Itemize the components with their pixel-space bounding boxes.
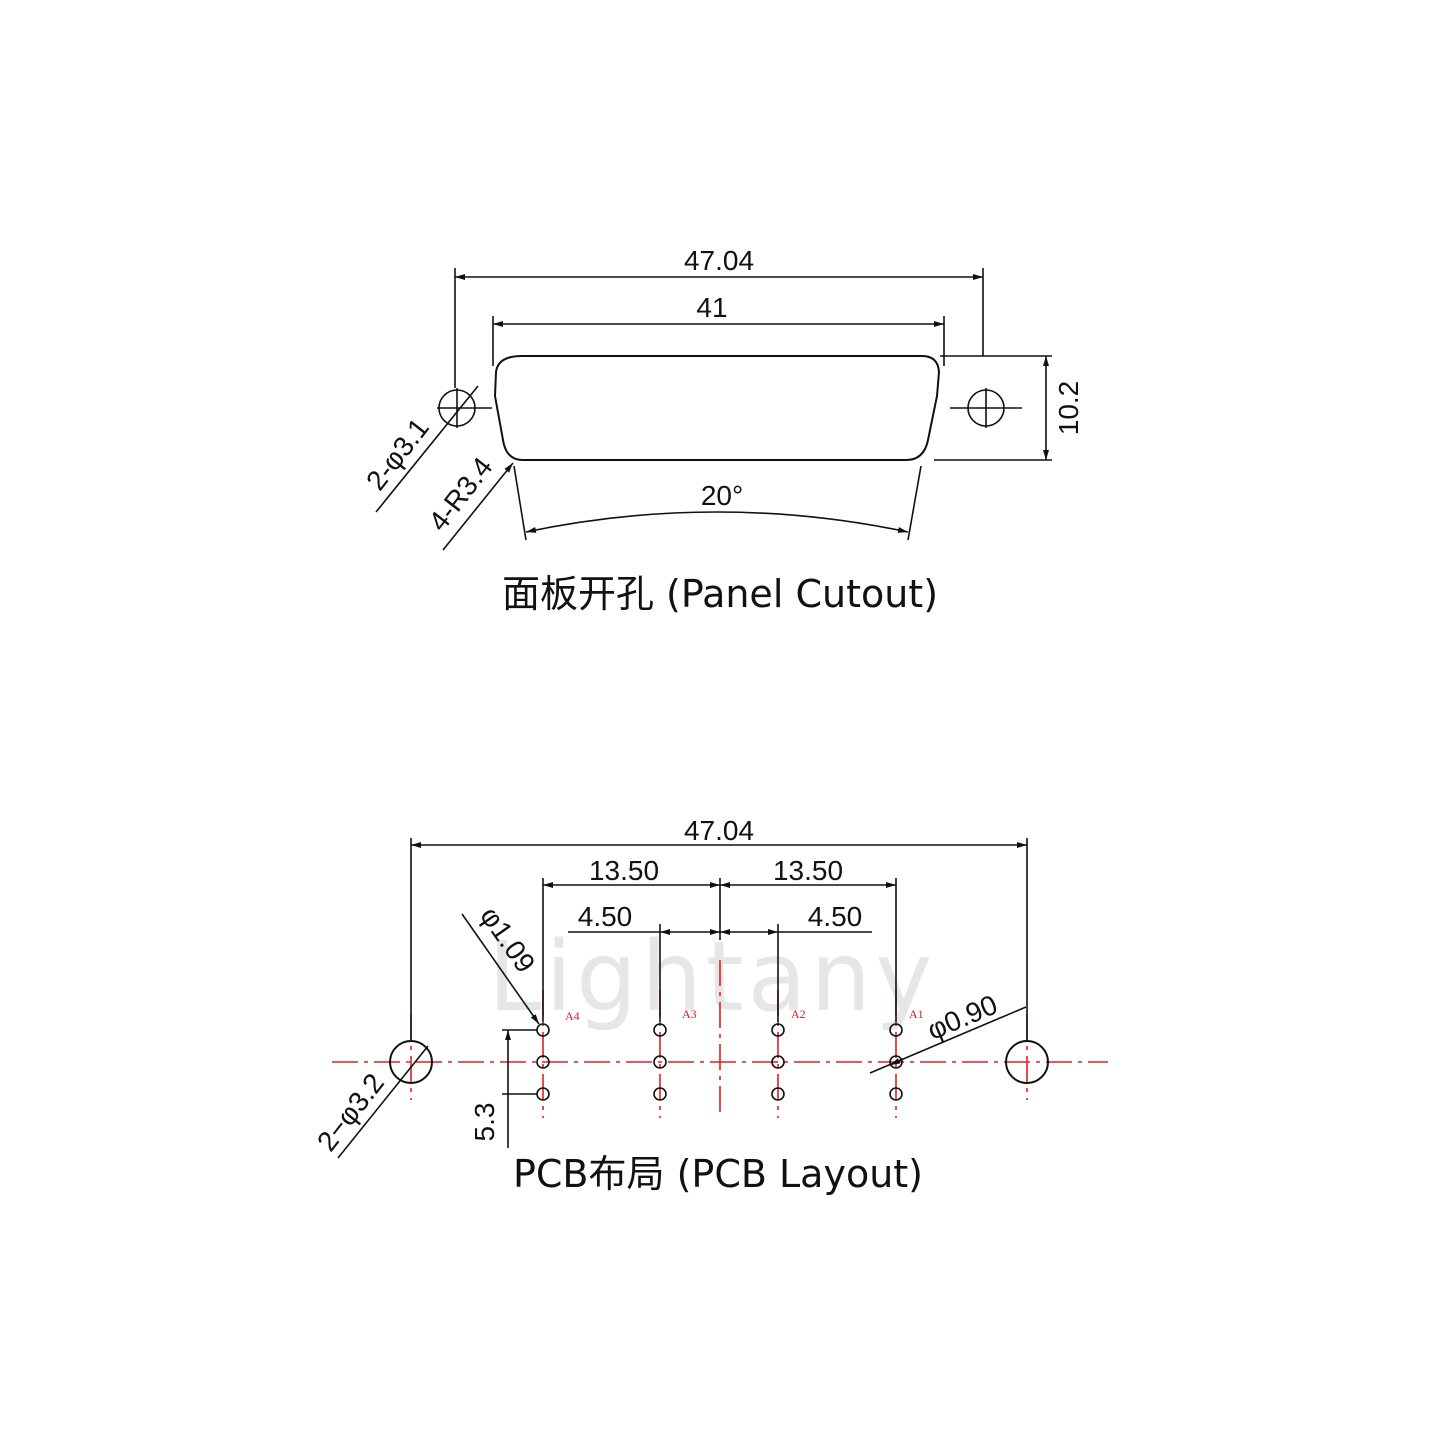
pcb-layout-view: Lightany	[311, 815, 1108, 1196]
panel-cutout-view: 47.04 41 10.2 20° 2-φ3.1 4-R3.4 面板开孔 (Pa…	[360, 245, 1084, 616]
pin-column-a2	[771, 1023, 785, 1101]
angle-arc	[525, 511, 909, 533]
radius-leader-line	[442, 462, 514, 551]
pin-hole-leader-line	[461, 913, 540, 1025]
pcb-left-span-dimension: 13.50	[589, 855, 659, 886]
panel-cutout-caption: 面板开孔 (Panel Cutout)	[502, 572, 938, 616]
panel-opening-dimension: 41	[696, 292, 727, 323]
mount-hole-leader-line	[337, 1045, 429, 1159]
pcb-overall-dimension: 47.04	[684, 815, 754, 846]
pcb-right-span-dimension: 13.50	[773, 855, 843, 886]
pin-label-a2: A2	[791, 1007, 806, 1021]
panel-overall-dimension: 47.04	[684, 245, 754, 276]
panel-height-dimension: 10.2	[1053, 381, 1084, 436]
pin-label-a3: A3	[682, 1007, 697, 1021]
pcb-right-pitch-dimension: 4.50	[808, 901, 863, 932]
hole-leader-line	[375, 385, 479, 513]
watermark: Lightany	[488, 921, 936, 1033]
pcb-layout-caption: PCB布局 (PCB Layout)	[513, 1152, 923, 1196]
panel-angle-dimension: 20°	[701, 480, 743, 511]
pcb-right-mount-hole	[1005, 1040, 1049, 1084]
d-sub-cutout-outline	[493, 355, 941, 461]
pcb-left-mount-hole	[389, 1040, 433, 1084]
pin-column-a3	[653, 1023, 667, 1101]
pcb-row-dimension: 5.3	[469, 1103, 500, 1142]
pin-label-a4: A4	[565, 1009, 580, 1023]
pcb-left-pitch-dimension: 4.50	[578, 901, 633, 932]
pin-label-a1: A1	[909, 1007, 924, 1021]
